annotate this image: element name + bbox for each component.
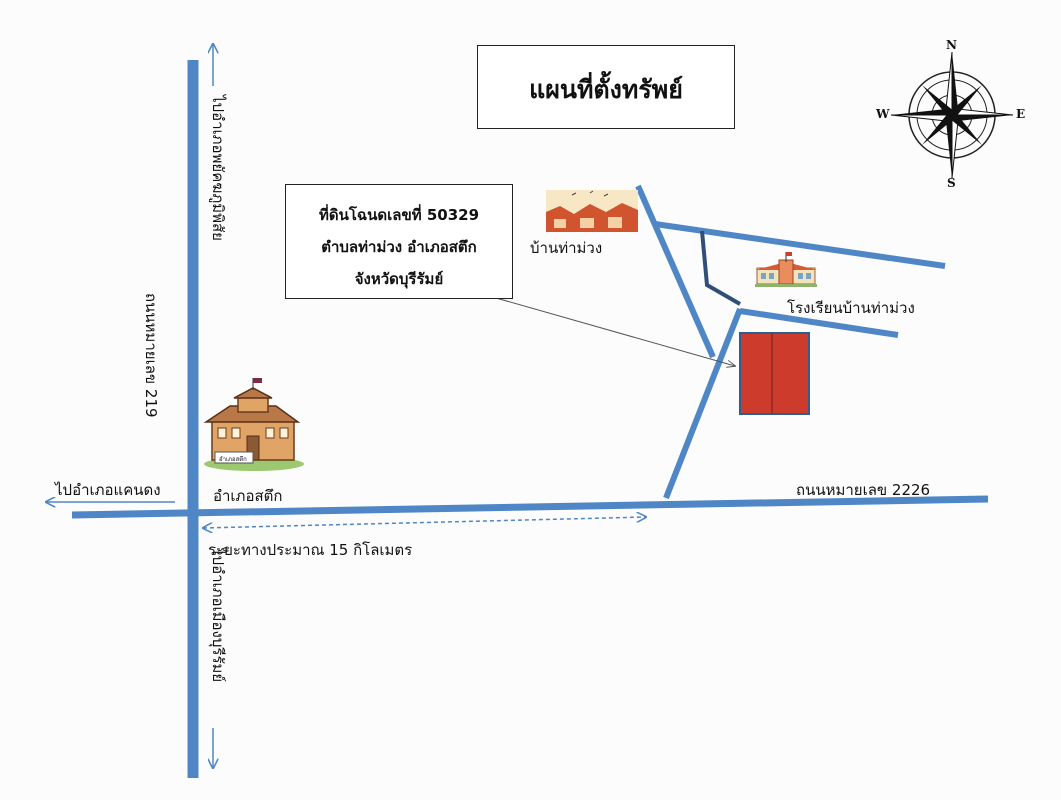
highway-219-label: ถนนหมายเลข 219: [142, 293, 160, 418]
north-direction-label: ไปอำเภอพยัคฆภูมิพิสัย: [209, 95, 227, 241]
compass-rose: [890, 51, 1014, 179]
district-label: อำเภอสตึก: [213, 487, 283, 505]
parcel-province-label: จังหวัดบุรีรัมย์: [354, 270, 444, 288]
map-title: แผนที่ตั้งทรัพย์: [529, 75, 683, 104]
west-direction-label: ไปอำเภอแคนดง: [55, 481, 161, 499]
distance-arrow: [203, 517, 646, 528]
parcel-deed-label: ที่ดินโฉนดเลขที่ 50329: [318, 206, 480, 224]
district-sign-label: อำเภอสตึก: [219, 456, 247, 463]
local-road-west: [635, 184, 716, 359]
lane-path: [700, 230, 741, 306]
distance-label: ระยะทางประมาณ 15 กิโลเมตร: [208, 541, 413, 559]
south-direction-label: ไปอำเภอเมืองบุรีรัมย์: [209, 548, 227, 683]
compass-west-label: W: [876, 107, 890, 121]
map-title-box: แผนที่ตั้งทรัพย์: [477, 45, 735, 129]
local-road-diagonal: [663, 307, 743, 500]
parcel-info-box: ที่ดินโฉนดเลขที่ 50329 ตำบลท่าม่วง อำเภอ…: [285, 184, 513, 299]
highway-2226-label: ถนนหมายเลข 2226: [796, 481, 931, 499]
school-icon: [755, 252, 817, 287]
compass-east-label: E: [1016, 107, 1026, 121]
compass-north-label: N: [946, 38, 957, 52]
school-label: โรงเรียนบ้านท่าม่วง: [787, 299, 915, 317]
parcel-pointer-line: [474, 291, 735, 366]
district-office-icon: [203, 378, 304, 471]
village-label: บ้านท่าม่วง: [530, 239, 603, 257]
parcel-location-label: ตำบลท่าม่วง อำเภอสตึก: [321, 238, 477, 256]
local-road-school: [739, 308, 899, 338]
compass-south-label: S: [947, 176, 956, 190]
village-icon: [546, 190, 638, 232]
property-parcel: [739, 332, 810, 415]
local-road-top: [654, 221, 946, 269]
